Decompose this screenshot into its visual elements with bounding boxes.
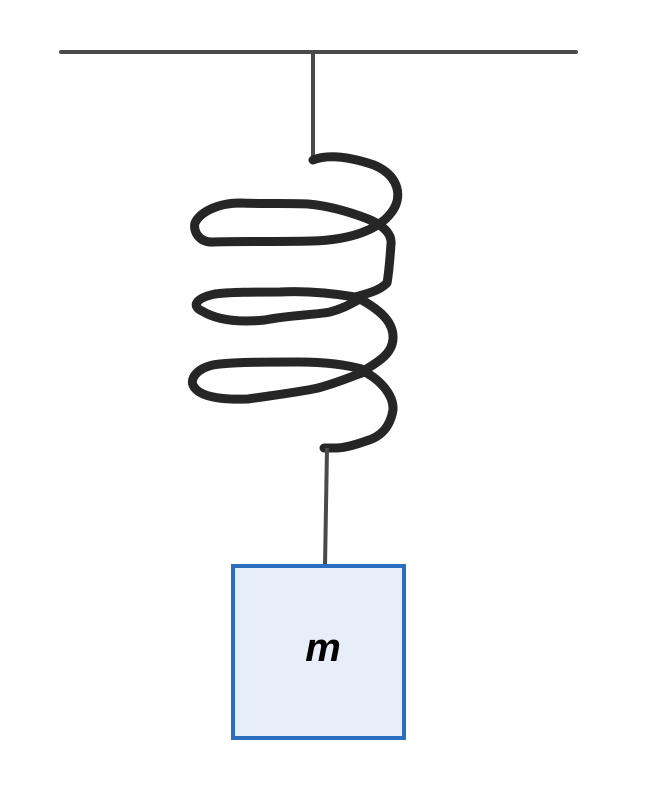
mass-label: m <box>305 626 341 670</box>
spring-coil <box>187 152 403 453</box>
lower-rod <box>323 447 329 567</box>
mass-block <box>231 564 406 740</box>
